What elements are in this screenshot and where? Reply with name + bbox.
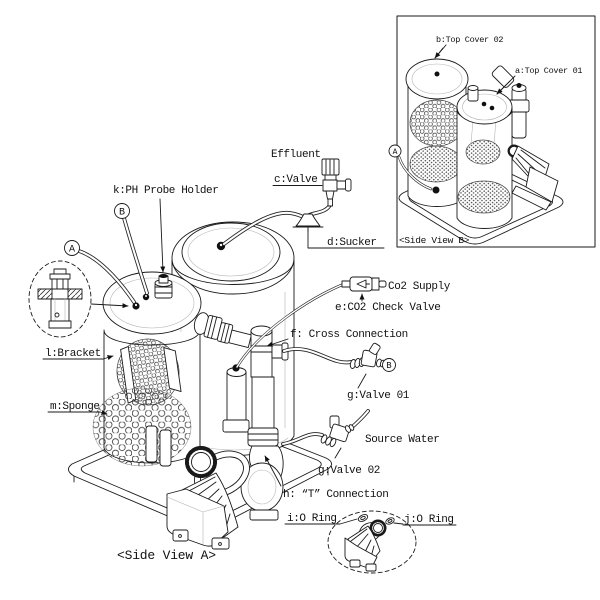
co2-check-valve bbox=[341, 276, 387, 292]
inset-pump bbox=[507, 144, 559, 211]
bolt-detail-leader bbox=[90, 303, 129, 309]
recirculation-pump bbox=[166, 446, 284, 550]
label-a-top-cover-01: a:Top Cover 01 bbox=[515, 66, 582, 76]
inset-hanging-disc bbox=[465, 139, 501, 165]
o-ring-pump bbox=[344, 519, 387, 572]
caption-side-view-b: <Side View B> bbox=[399, 235, 470, 246]
label-b-top-cover-02: b:Top Cover 02 bbox=[436, 35, 503, 45]
label-h-t-connection: h: “T” Connection bbox=[283, 489, 388, 501]
label-i-o-ring: i:O Ring bbox=[287, 513, 337, 525]
inset-callout-a-marker bbox=[388, 144, 402, 158]
ph-probe-holder bbox=[154, 274, 173, 299]
label-j-o-ring: j:O Ring bbox=[404, 514, 454, 526]
side-view-b-inset bbox=[388, 15, 596, 248]
inset-right-cylinder bbox=[456, 65, 530, 229]
callout-b-marker bbox=[114, 203, 130, 219]
label-source-water: Source Water bbox=[365, 434, 439, 446]
callout-b-text: B bbox=[119, 208, 125, 219]
callout-a-text: A bbox=[69, 245, 75, 256]
valve-02 bbox=[320, 415, 355, 448]
bolt-detail-bubble bbox=[28, 260, 129, 338]
label-d-sucker: d:Sucker bbox=[327, 237, 377, 249]
sponge-disc bbox=[92, 387, 192, 467]
down-pipe bbox=[251, 376, 275, 434]
pump-union-nut bbox=[185, 446, 217, 478]
t-connection-coupling bbox=[247, 427, 279, 447]
callout-b2-text: B bbox=[386, 361, 392, 371]
label-co2-supply: Co2 Supply bbox=[388, 281, 451, 293]
side-view-a-assembly bbox=[28, 158, 457, 574]
caption-side-view-a: <Side View A> bbox=[117, 548, 216, 563]
effluent-valve bbox=[321, 158, 352, 207]
label-e-co2-check-valve: e:CO2 Check Valve bbox=[335, 302, 440, 314]
callout-a-marker bbox=[64, 240, 80, 256]
label-l-bracket: l:Bracket bbox=[45, 348, 101, 360]
o-ring-i bbox=[357, 514, 369, 522]
valve-01 bbox=[349, 342, 386, 369]
inset-mesh-disc bbox=[409, 99, 465, 147]
label-effluent: Effluent bbox=[271, 149, 321, 161]
callout-b2-marker bbox=[382, 358, 396, 372]
inset-left-cylinder bbox=[397, 58, 469, 207]
left-cylinder bbox=[92, 271, 202, 467]
inset-bottom-disc bbox=[457, 180, 511, 214]
label-g-valve-02: g:Valve 02 bbox=[318, 465, 380, 477]
o-ring-detail-bubble bbox=[327, 510, 417, 574]
label-f-cross-connection: f: Cross Connection bbox=[290, 329, 408, 341]
label-m-sponge: m:Sponge bbox=[50, 401, 100, 413]
label-k-ph-probe-holder: k:PH Probe Holder bbox=[113, 185, 218, 197]
leader-lines bbox=[42, 185, 457, 526]
o-ring-j bbox=[385, 517, 395, 525]
inset-lower-disc bbox=[409, 145, 463, 183]
right-cylinder bbox=[171, 221, 295, 456]
co2-inlet-pipe bbox=[226, 371, 247, 427]
intake-pipes bbox=[145, 425, 172, 467]
text-labels: Effluent c:Valve d:Sucker k:PH Probe Hol… bbox=[45, 35, 583, 563]
label-g-valve-01: g:Valve 01 bbox=[347, 390, 410, 402]
inset-callout-a-text: A bbox=[393, 148, 398, 157]
label-c-valve: c:Valve bbox=[274, 174, 317, 186]
